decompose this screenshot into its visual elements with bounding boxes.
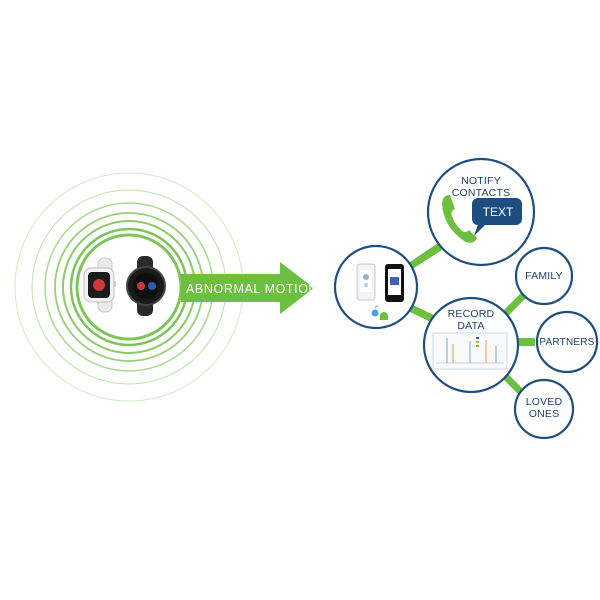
phone-icon — [356, 263, 404, 302]
record-data-label: RECORD DATA — [447, 308, 495, 332]
text-bubble-label: TEXT — [482, 205, 514, 219]
arrow-label: ABNORMAL MOTION — [186, 282, 319, 296]
family-node — [514, 246, 574, 306]
family-label: FAMILY — [525, 270, 563, 282]
notify-contacts-label: NOTIFY CONTACTS — [451, 175, 511, 199]
android-icon — [380, 312, 388, 320]
smartwatch-icon — [83, 256, 166, 316]
loved-ones-label: LOVED ONES — [525, 396, 563, 420]
partners-label: PARTNERS — [539, 337, 595, 348]
phone-handset-icon — [442, 195, 477, 243]
chart-icon — [432, 332, 508, 370]
abnormal-motion-arrow — [181, 262, 314, 314]
partners-node — [535, 310, 599, 374]
apple-icon — [371, 305, 379, 317]
speech-bubble-icon — [472, 198, 522, 236]
loved-ones-node — [513, 378, 575, 440]
